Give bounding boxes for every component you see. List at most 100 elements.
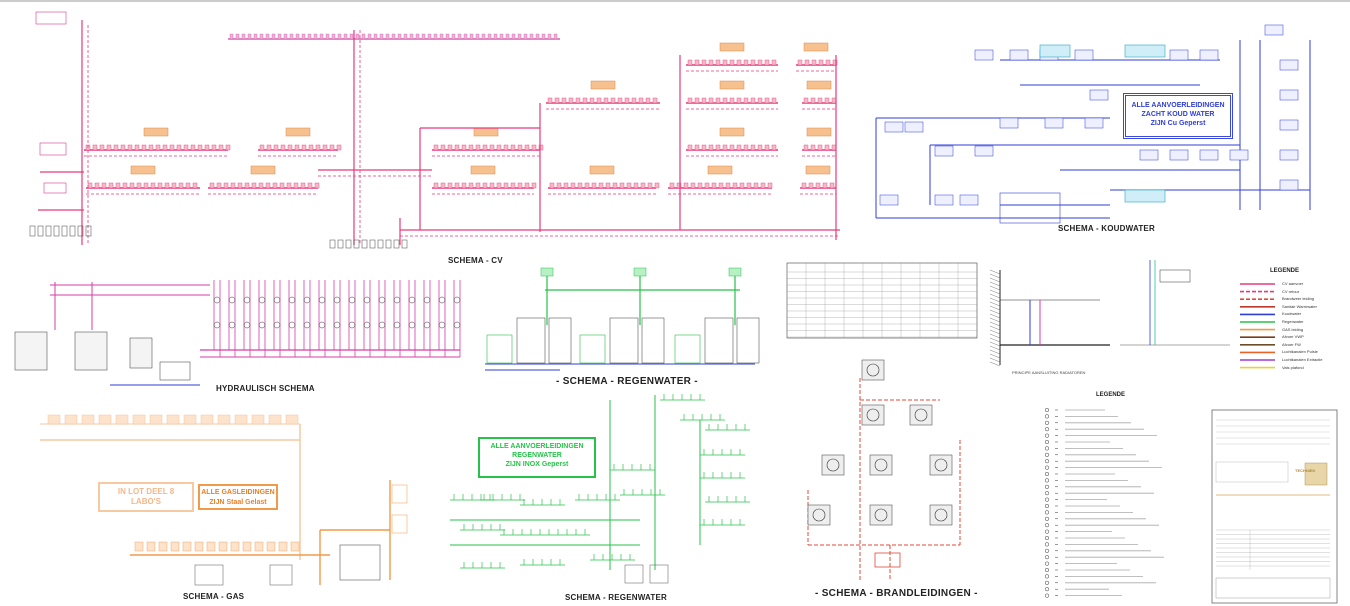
pipe-line bbox=[989, 305, 1001, 311]
radiator bbox=[451, 33, 456, 40]
radiator bbox=[314, 182, 320, 189]
regenwater-bottom-schema bbox=[450, 394, 750, 584]
valve bbox=[423, 296, 431, 304]
radiator bbox=[319, 33, 324, 40]
radiator bbox=[683, 182, 689, 189]
gas-tap bbox=[218, 541, 228, 552]
pipe-line bbox=[989, 293, 1001, 299]
tap-point bbox=[974, 145, 994, 157]
gas-tap bbox=[132, 414, 146, 425]
pump bbox=[378, 321, 386, 329]
regenwater-note: ALLE AANVOERLEIDINGEN REGENWATER ZIJN IN… bbox=[478, 437, 596, 478]
legend-symbol bbox=[1044, 439, 1050, 445]
gas-tap bbox=[200, 414, 214, 425]
pump bbox=[69, 225, 76, 237]
boiler bbox=[74, 331, 108, 371]
radiator bbox=[481, 33, 486, 40]
legend-symbol bbox=[1044, 567, 1050, 573]
radiator bbox=[797, 59, 803, 66]
legend-symbol bbox=[1044, 471, 1050, 477]
radiator bbox=[122, 182, 128, 189]
radiator bbox=[325, 33, 330, 40]
radiator bbox=[743, 144, 749, 151]
radiator bbox=[493, 33, 498, 40]
radiator bbox=[440, 182, 446, 189]
radiator bbox=[415, 33, 420, 40]
pipe-line bbox=[989, 345, 1001, 351]
radiator bbox=[617, 97, 623, 104]
radiator bbox=[687, 97, 693, 104]
regenwater-top-title: - SCHEMA - REGENWATER - bbox=[556, 376, 698, 387]
gas-note-line-2: ZIJN Staal Gelast bbox=[209, 499, 267, 506]
pump bbox=[345, 239, 352, 249]
radiator bbox=[301, 33, 306, 40]
radiator bbox=[818, 59, 824, 66]
radiator bbox=[549, 182, 555, 189]
radiator bbox=[171, 182, 177, 189]
manifold-tag bbox=[806, 127, 832, 137]
radiator bbox=[736, 59, 742, 66]
hose-reel-drum bbox=[934, 508, 948, 522]
radiator bbox=[487, 33, 492, 40]
gas-tap bbox=[290, 541, 300, 552]
radiator bbox=[155, 144, 161, 151]
radiator bbox=[409, 33, 414, 40]
radiator bbox=[307, 33, 312, 40]
radiator bbox=[815, 182, 821, 189]
radiator bbox=[235, 33, 240, 40]
radiator bbox=[603, 97, 609, 104]
pump bbox=[361, 239, 368, 249]
radiator bbox=[701, 144, 707, 151]
fire-hose-reel bbox=[929, 454, 953, 476]
radiator bbox=[197, 144, 203, 151]
radiator bbox=[687, 59, 693, 66]
pipe-line bbox=[989, 361, 1001, 367]
radiator bbox=[750, 144, 756, 151]
radiator bbox=[736, 144, 742, 151]
tap-point bbox=[1074, 49, 1094, 61]
radiator bbox=[307, 182, 313, 189]
radiator bbox=[482, 182, 488, 189]
manifold-tag bbox=[473, 127, 499, 137]
radiator bbox=[190, 144, 196, 151]
tap-point bbox=[1084, 117, 1104, 129]
valve bbox=[453, 296, 461, 304]
manifold-tag bbox=[130, 165, 156, 175]
pump bbox=[213, 321, 221, 329]
radiator bbox=[421, 33, 426, 40]
radiator bbox=[531, 144, 537, 151]
valve bbox=[363, 296, 371, 304]
radiator bbox=[598, 182, 604, 189]
radiator bbox=[301, 144, 307, 151]
pump bbox=[348, 321, 356, 329]
radiator bbox=[631, 97, 637, 104]
radiator bbox=[468, 144, 474, 151]
gas-unit bbox=[269, 564, 293, 586]
radiator bbox=[708, 97, 714, 104]
legend-symbol bbox=[1044, 548, 1050, 553]
pump bbox=[228, 321, 236, 329]
manifold-tag bbox=[250, 165, 276, 175]
hose-reel-drum bbox=[874, 508, 888, 522]
legend-symbol bbox=[1044, 452, 1050, 457]
radiator bbox=[584, 182, 590, 189]
regenwater-note-line-3: ZIJN INOX Geperst bbox=[505, 461, 569, 468]
title-block bbox=[1211, 409, 1338, 604]
gas-tap bbox=[115, 414, 129, 425]
radiator bbox=[736, 97, 742, 104]
gas-tap bbox=[182, 541, 192, 552]
radiator bbox=[803, 144, 809, 151]
radiator bbox=[746, 182, 752, 189]
radiator bbox=[129, 182, 135, 189]
fire-hose-reel bbox=[909, 404, 933, 426]
radiator bbox=[810, 97, 816, 104]
hydraulic-schema bbox=[14, 280, 461, 386]
radiator bbox=[556, 182, 562, 189]
rain-tank bbox=[704, 317, 734, 364]
radiator bbox=[803, 97, 809, 104]
radiator bbox=[496, 182, 502, 189]
brandleidingen-schema bbox=[807, 359, 961, 580]
radiator bbox=[148, 144, 154, 151]
radiator bbox=[258, 182, 264, 189]
gas-tap bbox=[194, 541, 204, 552]
